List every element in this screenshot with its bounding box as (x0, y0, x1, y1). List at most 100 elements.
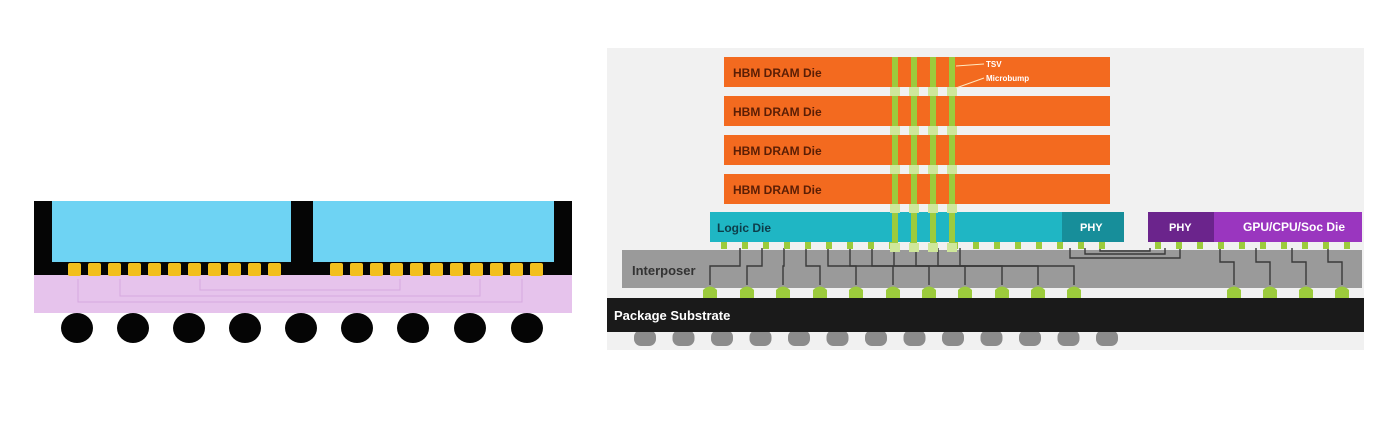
logic-die-phy (1062, 212, 1124, 242)
tsv (892, 57, 898, 87)
microbump (1302, 242, 1308, 249)
microbump-label: Microbump (986, 74, 1029, 83)
tsv-microbump (928, 165, 938, 174)
solder-ball (397, 313, 429, 343)
left-bumps (68, 263, 543, 276)
bump (148, 263, 161, 276)
c4-bumps (703, 286, 1349, 298)
c4-bump (740, 286, 754, 298)
package-ball (980, 330, 1003, 346)
tsv (911, 96, 917, 126)
microbump (1197, 242, 1203, 249)
interposer-trace (1327, 248, 1343, 285)
package-ball (1057, 330, 1080, 346)
c4-bump (1335, 286, 1349, 298)
microbump (994, 242, 1000, 249)
microbump (742, 242, 748, 249)
bump (188, 263, 201, 276)
tsv-microbump (947, 204, 957, 213)
microbump (1260, 242, 1266, 249)
tsv (930, 57, 936, 87)
bump (248, 263, 261, 276)
tsv (911, 174, 917, 204)
microbump (1323, 242, 1329, 249)
bump (350, 263, 363, 276)
tsv-microbump (928, 204, 938, 213)
c4-bump (1031, 286, 1045, 298)
tsv (949, 96, 955, 126)
microbump (763, 242, 769, 249)
microbump (1078, 242, 1084, 249)
package-substrate-label: Package Substrate (614, 308, 730, 323)
bump (450, 263, 463, 276)
tsv-microbump (909, 87, 919, 96)
left-mold-center-wall (291, 201, 313, 275)
interposer (622, 250, 1362, 288)
solder-ball (341, 313, 373, 343)
microbump (847, 242, 853, 249)
phy-link (1069, 248, 1181, 259)
tsv-microbump (947, 243, 957, 252)
microbump (1239, 242, 1245, 249)
bump (228, 263, 241, 276)
interposer-trace (1219, 248, 1235, 285)
solder-ball (229, 313, 261, 343)
dram-die-2-label: HBM DRAM Die (733, 105, 822, 119)
dram-die-1-label: HBM DRAM Die (733, 66, 822, 80)
solder-ball (511, 313, 543, 343)
tsv-microbump (928, 126, 938, 135)
package-ball (711, 330, 733, 346)
interposer-trace (746, 248, 763, 285)
microbump (1099, 242, 1105, 249)
interposer-trace (959, 248, 1075, 285)
bump (510, 263, 523, 276)
microbump (1015, 242, 1021, 249)
package-ball (672, 330, 695, 346)
tsv-microbump (890, 126, 900, 135)
bump (128, 263, 141, 276)
tsv-leader (955, 63, 985, 67)
tsv (949, 174, 955, 204)
interposer-trace (782, 248, 785, 285)
left-substrate (34, 275, 572, 313)
dram-die-3-label: HBM DRAM Die (733, 144, 822, 158)
bump (88, 263, 101, 276)
tsv (892, 213, 898, 243)
package-ball (1096, 330, 1118, 346)
tsv-microbump (890, 165, 900, 174)
tsv (892, 174, 898, 204)
logic-phy-label: PHY (1080, 222, 1103, 234)
bump (410, 263, 423, 276)
right-hbm-diagram: Package Substrate Interposer Logic Die P… (607, 48, 1364, 350)
tsv-microbump (890, 243, 900, 252)
microbump (1155, 242, 1161, 249)
microbump (868, 242, 874, 249)
c4-bump (1067, 286, 1081, 298)
tsv (930, 96, 936, 126)
tsv (911, 213, 917, 243)
c4-bump (813, 286, 827, 298)
left-chip-2 (313, 201, 554, 262)
microbump (1036, 242, 1042, 249)
c4-bump (1227, 286, 1241, 298)
c4-bump (776, 286, 790, 298)
tsv-microbump (890, 204, 900, 213)
tsv-microbump (909, 204, 919, 213)
interposer-label: Interposer (632, 263, 696, 278)
bump (370, 263, 383, 276)
left-mold-right-wall (554, 201, 572, 275)
bump (490, 263, 503, 276)
logic-die-label: Logic Die (717, 221, 771, 235)
gpu-phy-label: PHY (1169, 222, 1192, 234)
tsv (930, 213, 936, 243)
c4-bump (886, 286, 900, 298)
tsv-microbump (909, 165, 919, 174)
interposer-trace (1255, 248, 1271, 285)
tsv (911, 57, 917, 87)
solder-ball (117, 313, 149, 343)
left-package-diagram (34, 201, 572, 343)
c4-bump (958, 286, 972, 298)
microbump-leader (955, 77, 985, 89)
phy-link (1099, 248, 1151, 252)
